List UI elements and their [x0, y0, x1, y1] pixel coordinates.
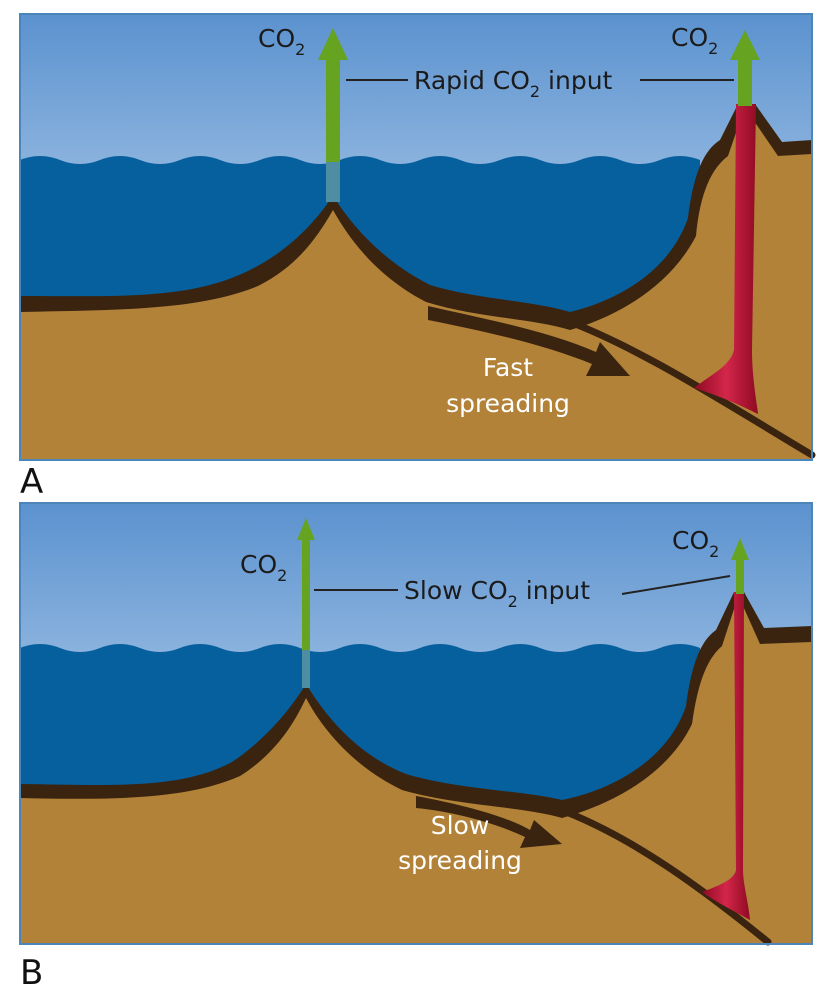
motion-label-line1: Fast — [483, 353, 533, 382]
co2-arrow-left-shaft — [326, 58, 340, 162]
magma-conduit — [702, 592, 750, 920]
panel-b: CO2 CO2 Slow CO2 input Slow spreading B — [19, 502, 813, 993]
co2-column-water — [326, 160, 340, 202]
magma-conduit — [694, 104, 758, 414]
co2-arrow-left-shaft — [302, 538, 310, 650]
co2-label-right: CO2 — [671, 23, 718, 58]
motion-label-line2: spreading — [446, 389, 570, 418]
slab-edge — [561, 316, 816, 459]
co2-label-right: CO2 — [672, 526, 719, 561]
panel-label: B — [20, 953, 43, 993]
panel-label: A — [20, 462, 43, 500]
co2-column-water — [302, 648, 310, 688]
co2-arrow-left-head — [318, 28, 348, 60]
co2-arrow-right-shaft — [736, 558, 744, 594]
co2-arrow-right-head — [730, 30, 760, 60]
callout-label: Rapid CO2 input — [414, 66, 613, 101]
co2-label-left: CO2 — [240, 550, 287, 585]
co2-arrow-left-head — [297, 518, 315, 540]
panel-a: CO2 CO2 Rapid CO2 input Fast spreading A — [19, 13, 816, 500]
slab-edge — [552, 804, 772, 946]
co2-label-left: CO2 — [258, 24, 305, 59]
ocean — [20, 644, 700, 810]
spreading-arrow — [416, 796, 562, 848]
co2-arrow-right-head — [731, 538, 749, 560]
crust — [20, 606, 812, 944]
callout-label: Slow CO2 input — [404, 576, 590, 611]
spreading-arrow — [428, 306, 630, 376]
motion-label-line2: spreading — [398, 846, 522, 875]
co2-arrow-right-shaft — [738, 58, 752, 106]
panel-frame — [19, 502, 813, 945]
callout-line-right — [621, 575, 731, 595]
panel-frame — [19, 13, 813, 461]
motion-label-line1: Slow — [431, 811, 490, 840]
